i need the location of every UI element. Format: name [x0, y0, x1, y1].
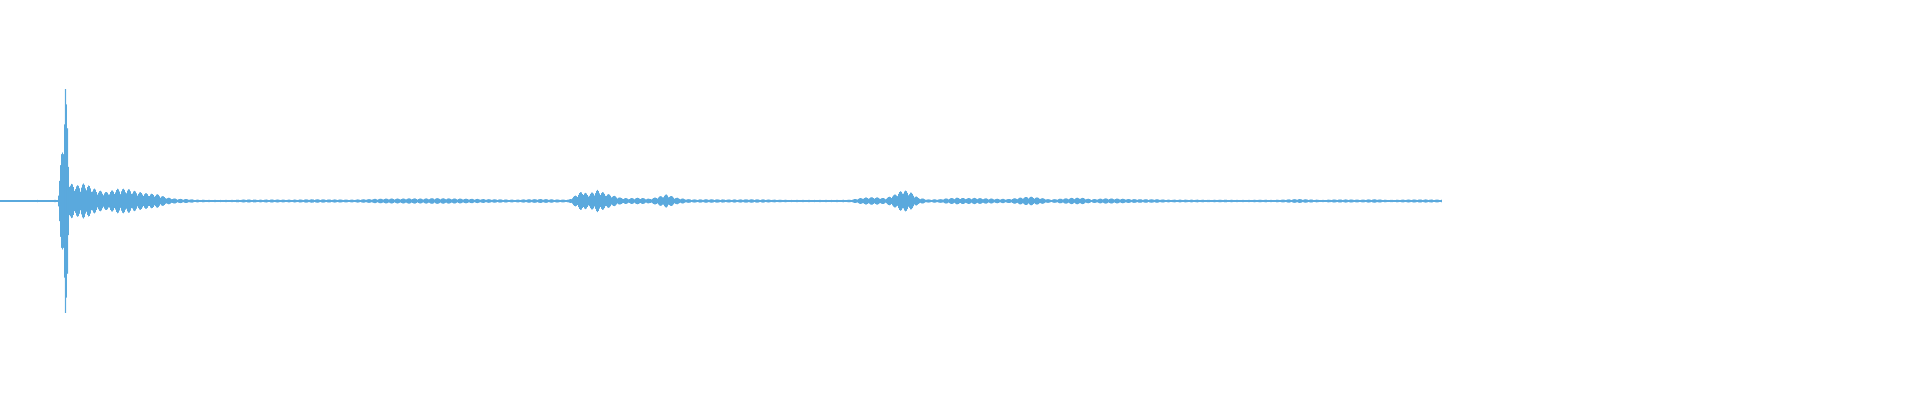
waveform-peaks — [0, 89, 1442, 313]
